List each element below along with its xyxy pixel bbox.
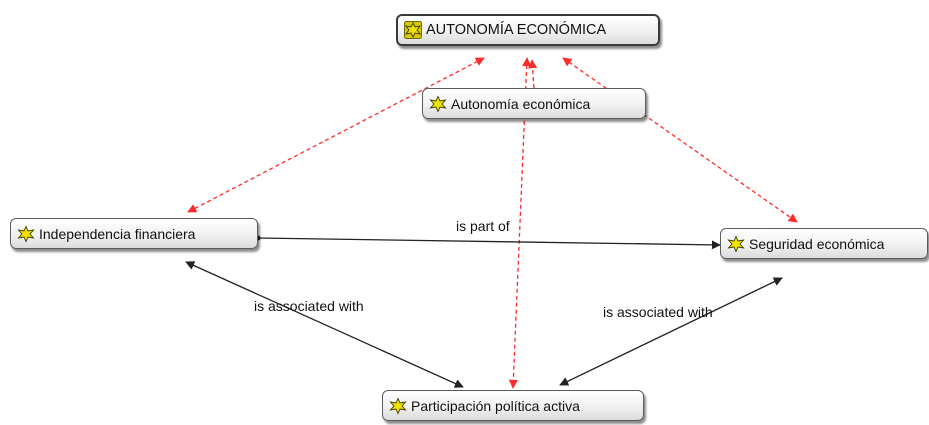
node-autonomia-economica-mayus[interactable]: AUTONOMÍA ECONÓMICA bbox=[396, 14, 660, 46]
concept-icon bbox=[429, 94, 447, 113]
edge-label-part-of: is part of bbox=[456, 218, 510, 234]
link-autonomia-mayus-independencia[interactable] bbox=[187, 57, 485, 213]
edge-label-assoc-left: is associated with bbox=[254, 298, 364, 314]
node-independencia-financiera[interactable]: Independencia financiera bbox=[10, 218, 258, 249]
node-participacion-politica-activa[interactable]: Participación política activa bbox=[382, 390, 644, 421]
node-label: Seguridad económica bbox=[749, 235, 885, 252]
link-seguridad-participacion[interactable] bbox=[559, 277, 783, 386]
node-label: Autonomía económica bbox=[451, 95, 591, 112]
link-autonomia-mayus-participacion[interactable] bbox=[508, 57, 532, 389]
node-label: Independencia financiera bbox=[39, 225, 196, 242]
concept-icon bbox=[727, 234, 745, 253]
edge-label-assoc-right: is associated with bbox=[603, 304, 713, 320]
node-autonomia-economica[interactable]: Autonomía económica bbox=[422, 88, 646, 119]
link-autonomia-mayus-seguridad[interactable] bbox=[562, 57, 798, 223]
concept-icon bbox=[404, 21, 422, 39]
node-seguridad-economica[interactable]: Seguridad económica bbox=[720, 228, 928, 259]
node-label: AUTONOMÍA ECONÓMICA bbox=[426, 22, 607, 38]
concept-icon bbox=[389, 396, 407, 415]
concept-icon bbox=[17, 224, 35, 243]
link-independencia-participacion[interactable] bbox=[185, 261, 464, 388]
node-label: Participación política activa bbox=[411, 397, 580, 414]
link-independencia-seguridad[interactable] bbox=[257, 237, 721, 250]
link-autonomia-to-mayus[interactable] bbox=[528, 59, 538, 89]
